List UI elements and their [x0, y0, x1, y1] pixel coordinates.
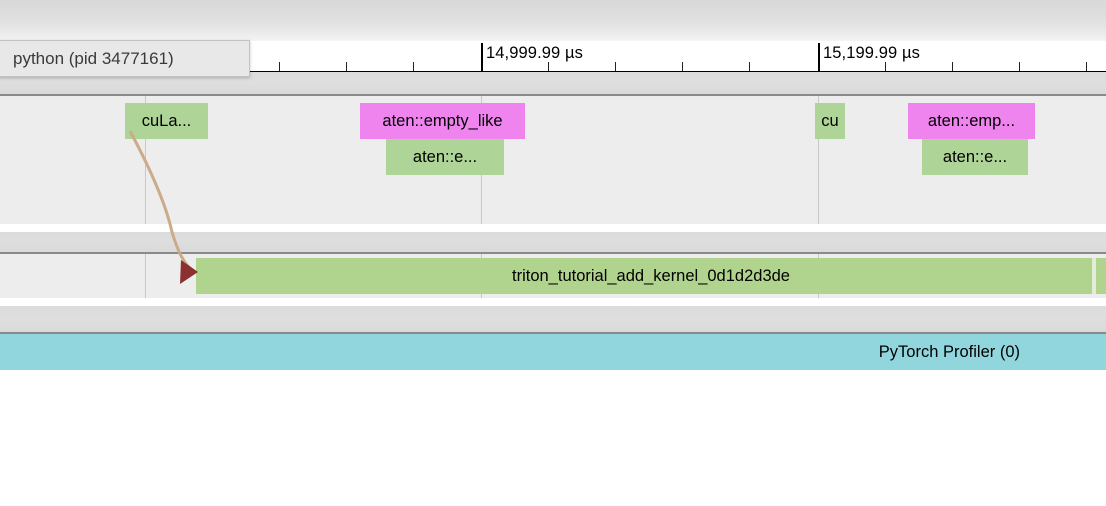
ruler-minor-tick [346, 62, 347, 71]
ruler-minor-tick [952, 62, 953, 71]
timeline-slice[interactable]: triton_tutorial_add_kernel_0d1d2d3de [196, 258, 1106, 294]
ruler-major-tick [481, 43, 483, 72]
track-group-header-gpu-kernel-track[interactable] [0, 232, 1106, 254]
timeline-slice-label: triton_tutorial_add_kernel_0d1d2d3de [512, 266, 790, 285]
track-group-header-profiler-track[interactable] [0, 306, 1106, 334]
timeline-slice[interactable]: aten::e... [386, 139, 504, 175]
viewer-top-strip [0, 0, 1106, 41]
process-tooltip: python (pid 3477161) [0, 40, 250, 77]
ruler-label: 15,199.99 µs [823, 44, 920, 62]
ruler-minor-tick [1086, 62, 1087, 71]
ruler-label: 14,999.99 µs [486, 44, 583, 62]
ruler-minor-tick [749, 62, 750, 71]
ruler-minor-tick [279, 62, 280, 71]
timeline-gridline [145, 254, 146, 298]
ruler-major-tick [818, 43, 820, 72]
timeline-slice[interactable]: aten::e... [922, 139, 1028, 175]
ruler-minor-tick [885, 62, 886, 71]
ruler-minor-tick [413, 62, 414, 71]
timeline-slice[interactable]: aten::empty_like [360, 103, 525, 139]
timeline-slice-label: aten::e... [412, 147, 478, 166]
timeline-slice[interactable]: PyTorch Profiler (0) [0, 334, 1106, 370]
timeline-slice-label: aten::empty_like [382, 111, 503, 130]
ruler-minor-tick [615, 62, 616, 71]
timeline-slice[interactable]: cu [815, 103, 845, 139]
timeline-slice-label: aten::e... [942, 147, 1008, 166]
timeline-slice-label: aten::emp... [927, 111, 1016, 130]
timeline-slice-label: cuLa... [141, 111, 192, 130]
ruler-minor-tick [682, 62, 683, 71]
process-tooltip-label: python (pid 3477161) [13, 48, 174, 68]
timeline-gridline [818, 96, 819, 224]
timeline-slice-label: cu [821, 111, 839, 130]
timeline-slice-label: PyTorch Profiler (0) [878, 342, 1020, 361]
timeline-slice[interactable]: cuLa... [125, 103, 208, 139]
kernel-bar-notch [1092, 258, 1096, 294]
ruler-minor-tick [548, 62, 549, 71]
timeline-slice[interactable]: aten::emp... [908, 103, 1035, 139]
ruler-minor-tick [1019, 62, 1020, 71]
